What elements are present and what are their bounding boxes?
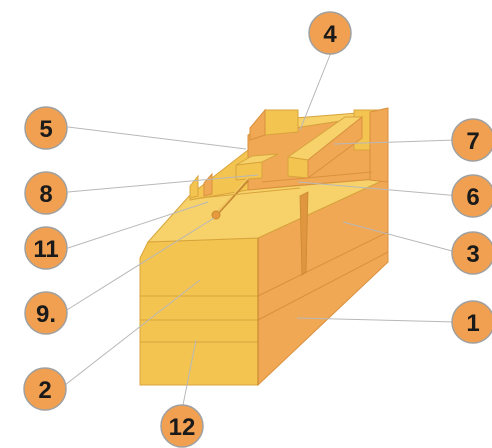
pin-rod-highlight xyxy=(216,177,249,214)
callout-7: 7 xyxy=(451,118,492,162)
block-front-face xyxy=(139,237,259,386)
side-slot xyxy=(299,191,309,276)
callout-9-label: 9. xyxy=(36,301,56,328)
callout-6-label: 6 xyxy=(466,184,479,211)
callout-11-label: 11 xyxy=(33,236,58,263)
callout-8: 8 xyxy=(24,171,68,215)
pin-head xyxy=(211,210,221,220)
leader-line-2 xyxy=(64,279,201,386)
callout-1-label: 1 xyxy=(466,310,479,337)
callout-12-label: 12 xyxy=(169,414,196,441)
latch-tower-side xyxy=(249,108,266,141)
latch-tower-front xyxy=(264,109,299,136)
leader-line-3 xyxy=(342,221,457,253)
callout-3: 3 xyxy=(451,231,492,275)
leader-line-8 xyxy=(67,174,259,193)
leader-line-9 xyxy=(61,217,215,314)
callout-12: 12 xyxy=(160,404,204,448)
callout-11: 11 xyxy=(24,226,68,270)
leader-line-7 xyxy=(333,139,457,145)
callout-3-label: 3 xyxy=(466,241,479,268)
side-band-line xyxy=(257,231,389,297)
leader-line-1 xyxy=(296,317,457,323)
callout-5: 5 xyxy=(24,106,68,150)
leader-line-6 xyxy=(297,181,461,197)
cross-block-top xyxy=(235,153,279,166)
callout-2-label: 2 xyxy=(38,377,51,404)
leader-line-12 xyxy=(181,339,197,411)
callouts: 1 2 3 4 5 6 7 8 xyxy=(23,11,492,448)
callout-8-label: 8 xyxy=(39,181,52,208)
leader-line-11 xyxy=(67,201,209,249)
right-tower-side xyxy=(369,107,389,183)
callout-4-label: 4 xyxy=(323,21,337,48)
tooth-left xyxy=(189,174,199,199)
callout-6: 6 xyxy=(451,174,492,218)
callout-7-label: 7 xyxy=(466,128,479,155)
top-groove xyxy=(261,171,373,183)
callout-9: 9. xyxy=(24,291,68,335)
callout-1: 1 xyxy=(451,300,492,344)
leader-line-4 xyxy=(299,49,333,131)
connector-block xyxy=(139,107,389,387)
top-beam-front xyxy=(287,156,309,179)
pin-rod xyxy=(214,178,250,217)
leader-line-5 xyxy=(67,126,247,150)
callout-5-label: 5 xyxy=(39,116,52,143)
top-beam-side xyxy=(307,115,363,179)
leader-lines xyxy=(61,49,461,411)
top-groove xyxy=(199,187,301,199)
side-band-line xyxy=(257,251,389,321)
tooth-left-2 xyxy=(203,172,213,197)
callout-2: 2 xyxy=(23,367,67,411)
callout-4: 4 xyxy=(308,11,352,55)
